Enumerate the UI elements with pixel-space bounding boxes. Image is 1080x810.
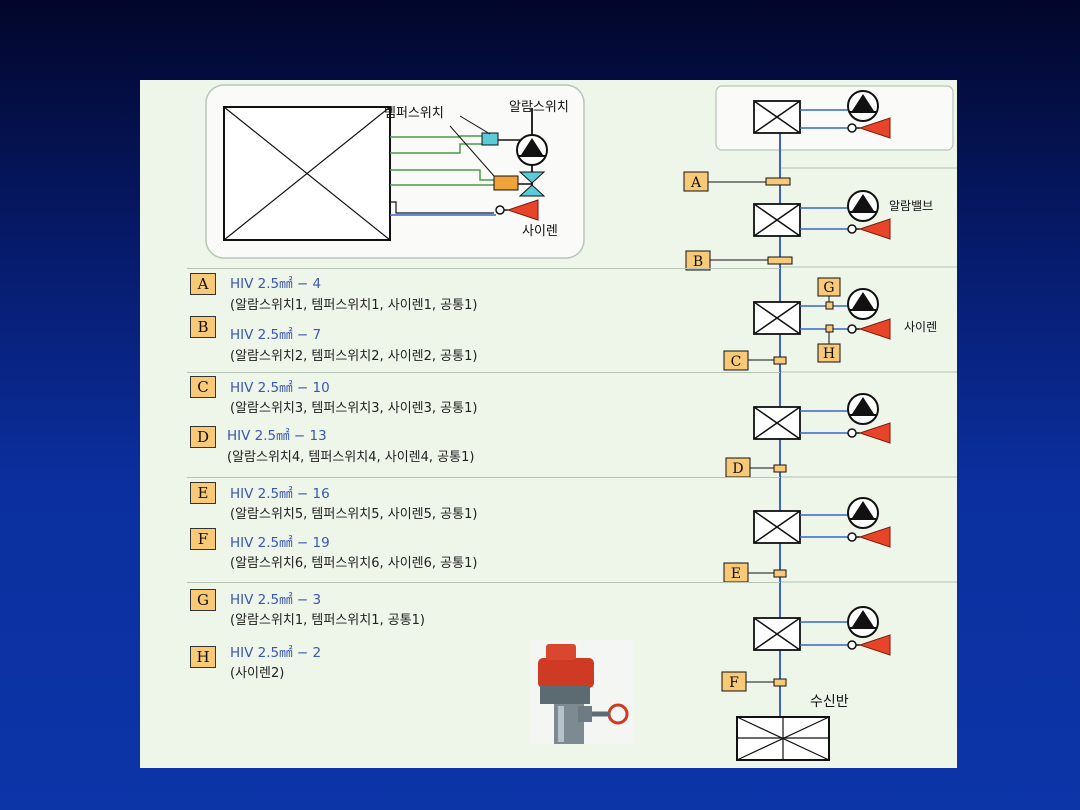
legend-spec-b: HIV 2.5㎟ − 7 xyxy=(230,327,322,343)
tag-e: E xyxy=(731,566,741,582)
floor-unit-6 xyxy=(753,606,891,656)
detail-valve-icon xyxy=(518,171,546,197)
riser-siren-label: 사이렌 xyxy=(904,320,937,334)
floor-unit-3 xyxy=(753,288,891,344)
wiring-diagram: A B C D E F G H 템퍼스위치 알람스위치 사이렌 알람밸브 사이렌… xyxy=(205,84,957,761)
legend-key-a: A xyxy=(190,273,216,295)
legend-desc-e: (알람스위치5, 템퍼스위치5, 사이렌5, 공통1) xyxy=(230,507,478,522)
top-floor-panel xyxy=(715,85,954,151)
tag-f: F xyxy=(729,675,739,691)
legend-key-f: F xyxy=(190,528,216,550)
tag-g: G xyxy=(823,280,834,296)
row-separator xyxy=(187,582,780,583)
legend-key-c: C xyxy=(190,376,216,398)
alarm-switch-label: 알람스위치 xyxy=(509,100,569,115)
legend-desc-c: (알람스위치3, 템퍼스위치3, 사이렌3, 공통1) xyxy=(230,401,478,416)
legend-spec-h: HIV 2.5㎟ − 2 xyxy=(230,645,322,661)
tag-b: B xyxy=(693,254,703,270)
row-separator xyxy=(187,477,780,478)
detail-siren-label: 사이렌 xyxy=(522,224,558,239)
tag-a: A xyxy=(690,175,702,191)
legend-spec-g: HIV 2.5㎟ − 3 xyxy=(230,592,322,608)
legend-desc-b: (알람스위치2, 템퍼스위치2, 사이렌2, 공통1) xyxy=(230,349,478,364)
detail-alarm-bell-icon xyxy=(516,134,548,166)
legend-key-d: D xyxy=(190,426,216,448)
legend-desc-g: (알람스위치1, 템퍼스위치1, 공통1) xyxy=(230,613,426,628)
tag-h: H xyxy=(823,346,835,362)
legend-key-e: E xyxy=(190,482,216,504)
tag-d: D xyxy=(732,461,743,477)
legend-spec-c: HIV 2.5㎟ − 10 xyxy=(230,380,330,396)
alarm-switch-icon xyxy=(481,132,499,146)
floor-unit-1 xyxy=(753,90,891,139)
tag-c: C xyxy=(731,354,742,370)
receiver-panel xyxy=(736,716,830,761)
legend-desc-h: (사이렌2) xyxy=(230,666,285,681)
legend-spec-a: HIV 2.5㎟ − 4 xyxy=(230,276,322,292)
tamper-switch-label: 템퍼스위치 xyxy=(384,106,444,121)
legend-key-h: H xyxy=(190,646,216,668)
cable-tags xyxy=(683,171,841,692)
row-separator xyxy=(187,268,780,269)
floor-unit-4 xyxy=(753,393,891,444)
detail-wiring xyxy=(390,108,533,216)
floor-unit-5 xyxy=(753,497,891,548)
floor-unit-2 xyxy=(753,190,891,240)
legend-spec-e: HIV 2.5㎟ − 16 xyxy=(230,486,330,502)
legend-desc-d: (알람스위치4, 템퍼스위치4, 사이렌4, 공통1) xyxy=(227,450,475,465)
row-separator xyxy=(187,372,780,373)
tamper-switch-icon xyxy=(493,175,519,191)
receiver-label: 수신반 xyxy=(810,694,849,710)
valve-photo xyxy=(530,640,634,744)
legend-key-b: B xyxy=(190,316,216,338)
alarm-valve-label: 알람밸브 xyxy=(889,199,933,213)
legend-spec-f: HIV 2.5㎟ − 19 xyxy=(230,535,330,551)
legend-spec-d: HIV 2.5㎟ − 13 xyxy=(227,428,327,444)
legend-key-g: G xyxy=(190,589,216,611)
legend-desc-a: (알람스위치1, 템퍼스위치1, 사이렌1, 공통1) xyxy=(230,298,478,313)
legend-desc-f: (알람스위치6, 템퍼스위치6, 사이렌6, 공통1) xyxy=(230,556,478,571)
diagram-slide: A B C D E F G H 템퍼스위치 알람스위치 사이렌 알람밸브 사이렌… xyxy=(140,80,957,768)
